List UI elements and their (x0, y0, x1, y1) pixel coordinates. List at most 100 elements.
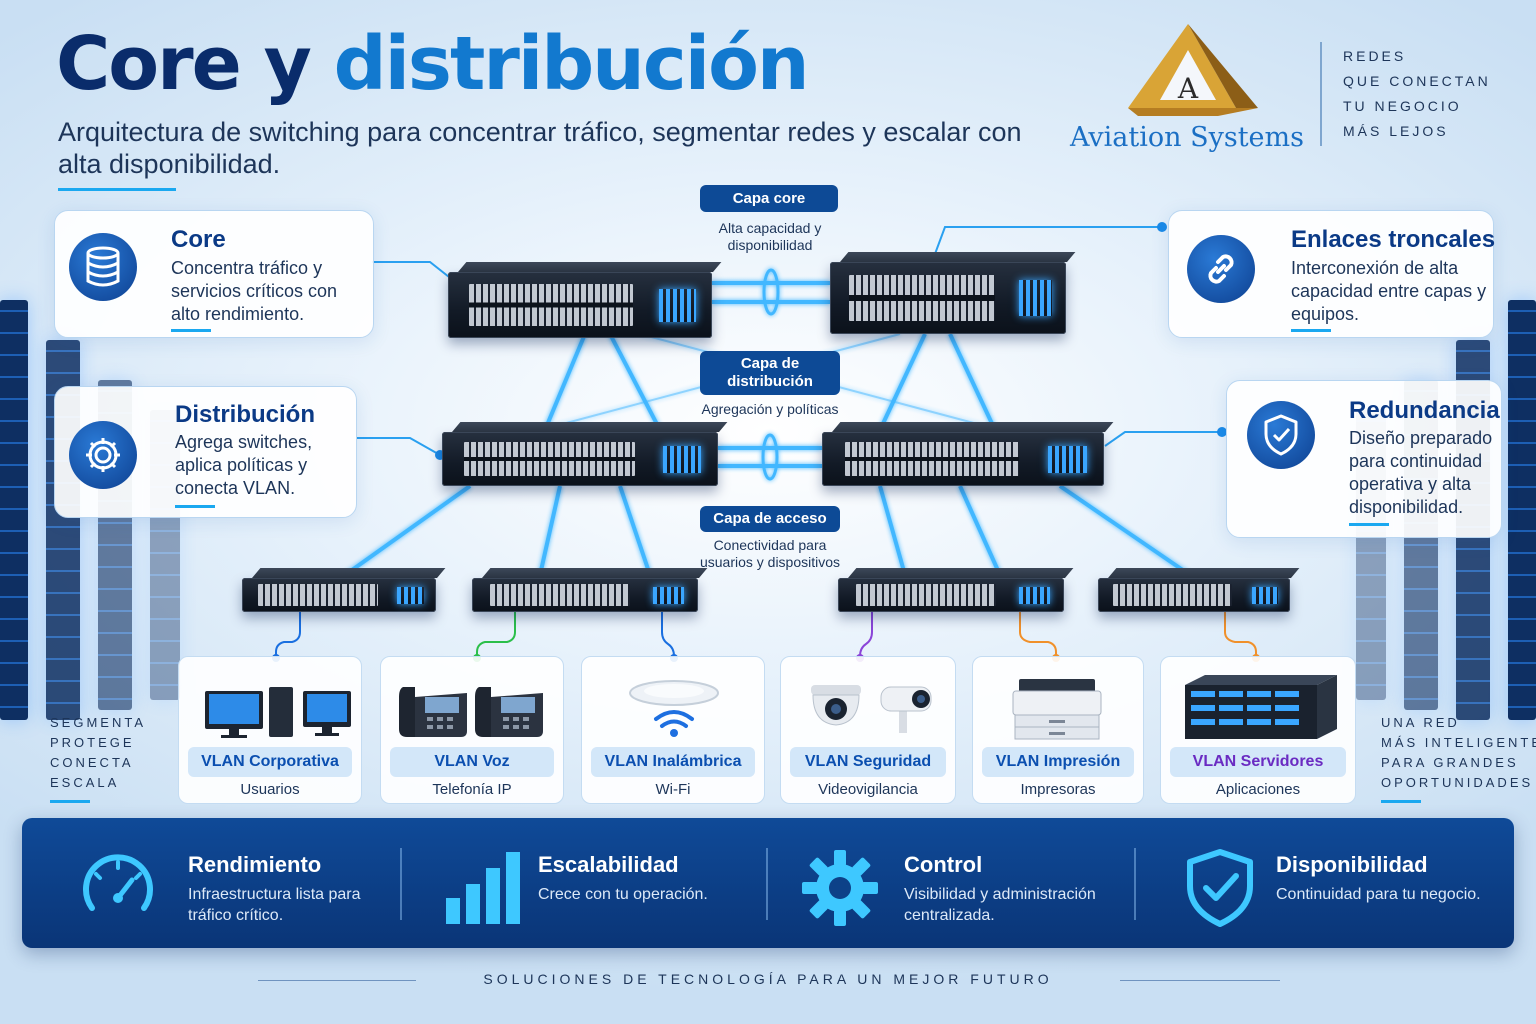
printer-icon (1012, 679, 1102, 740)
side-word: SEGMENTA (50, 715, 146, 730)
dist-access-link (618, 485, 652, 576)
layer-core-desc: Alta capacidad y disponibilidad (718, 220, 822, 253)
feature-control: Control Visibilidad y administración cen… (768, 818, 1134, 948)
feature-desc: Continuidad para tu negocio. (1276, 886, 1481, 903)
vlan-card-corporativa: VLAN Corporativa Usuarios (178, 656, 362, 804)
feature-title: Rendimiento (188, 852, 322, 877)
side-word: UNA RED (1381, 715, 1460, 730)
core-dist-link (878, 333, 927, 431)
vlan-name: VLAN Corporativa (188, 747, 352, 777)
layer-access-label: Capa de acceso (700, 506, 840, 532)
feature-separator (1134, 848, 1136, 920)
card-redundancy-desc: Diseño preparado para continuidad operat… (1349, 428, 1493, 517)
callout-trunks (931, 226, 1162, 263)
feature-rendimiento: Rendimiento Infraestructura lista para t… (22, 818, 392, 948)
bar-chart-icon (446, 852, 520, 924)
lag-ring (762, 268, 780, 316)
layer-distribution-label: Capa de distribución (700, 351, 840, 395)
vlan-name: VLAN Voz (390, 747, 554, 777)
feature-desc: Infraestructura lista para tráfico críti… (188, 886, 361, 924)
aviation-systems-logo: A (1128, 24, 1258, 116)
side-word: MÁS INTELIGENTE (1381, 735, 1536, 750)
vlan-description: Impresoras (1020, 781, 1096, 798)
feature-desc: Visibilidad y administración centralizad… (904, 886, 1096, 924)
card-underline (1349, 523, 1389, 526)
callout-distribution (357, 437, 441, 456)
card-distribution: Distribución Agrega switches, aplica pol… (54, 386, 357, 518)
vlan-name: VLAN Impresión (982, 747, 1134, 777)
core-switch-left (448, 262, 722, 338)
ip-phone-icon (399, 687, 543, 737)
layer-core-label: Capa core (700, 185, 838, 212)
feature-separator (400, 848, 402, 920)
feature-title: Disponibilidad (1276, 852, 1428, 877)
vlan-card-impresion: VLAN Impresión Impresoras (972, 656, 1144, 804)
side-word: CONECTA (50, 755, 134, 770)
page-title: Core y distribución (56, 21, 810, 107)
tagline-line: MÁS LEJOS (1343, 123, 1449, 139)
distribution-switch-left (442, 422, 728, 486)
vlan-description: Telefonía IP (432, 781, 512, 798)
vlan-name: VLAN Seguridad (790, 747, 946, 777)
speedometer-icon (83, 854, 153, 911)
page-subtitle: Arquitectura de switching para concentra… (58, 117, 1022, 180)
vlan-card-inalambrica: VLAN Inalámbrica Wi-Fi (581, 656, 765, 804)
core-dist-link (948, 333, 997, 431)
tagline-line: QUE CONECTAN (1343, 73, 1491, 89)
card-distribution-title: Distribución (175, 401, 316, 428)
dist-access-link (1058, 484, 1192, 577)
core-switch-right (830, 252, 1076, 334)
card-redundancy-title: Redundancia (1349, 397, 1500, 424)
card-distribution-desc: Agrega switches, aplica políticas y cone… (175, 432, 313, 498)
vlan-card-seguridad: VLAN Seguridad Videovigilancia (780, 656, 956, 804)
layer-distribution-desc: Agregación y políticas (701, 401, 839, 417)
title-underline (58, 188, 176, 191)
gear-icon (802, 850, 878, 926)
access-switch-1 (242, 568, 446, 612)
header-separator (1320, 42, 1322, 146)
card-underline (1291, 329, 1331, 332)
feature-desc: Crece con tu operación. (538, 886, 708, 903)
feature-title: Control (904, 852, 983, 877)
side-word: PARA GRANDES (1381, 755, 1519, 770)
distribution-switch-right (822, 422, 1114, 486)
core-dist-link (608, 333, 662, 431)
link-icon (1187, 235, 1255, 303)
features-band: Rendimiento Infraestructura lista para t… (22, 818, 1514, 948)
title-part-core: Core y (56, 21, 334, 107)
feature-escalabilidad: Escalabilidad Crece con tu operación. (402, 818, 766, 948)
layer-access-desc: Conectividad para usuarios y dispositivo… (699, 537, 841, 570)
access-switch-2 (472, 568, 708, 612)
vlan-description: Usuarios (240, 781, 300, 798)
database-icon (69, 233, 137, 301)
gear-icon (69, 421, 137, 489)
card-trunks-desc: Interconexión de alta capacidad entre ca… (1291, 258, 1487, 324)
dist-access-link (958, 485, 1002, 576)
card-underline (175, 505, 215, 508)
vlan-description: Aplicaciones (1215, 781, 1301, 798)
card-underline (171, 329, 211, 332)
footer-rule-left (258, 980, 416, 981)
footer-rule-right (1120, 980, 1280, 981)
vlan-name: VLAN Inalámbrica (591, 747, 755, 777)
access-switch-4 (1098, 568, 1300, 612)
logo-letter: A (1177, 72, 1199, 105)
security-camera-icon (811, 685, 932, 733)
card-core-desc: Concentra tráfico y servicios críticos c… (171, 258, 338, 324)
title-part-distribution: distribución (333, 21, 810, 107)
feature-separator (766, 848, 768, 920)
vlan-name-text: VLAN Seguridad (804, 753, 932, 770)
desktop-computers-icon (205, 687, 351, 738)
core-dist-link (543, 333, 587, 431)
side-underline (1381, 800, 1421, 803)
vlan-description: Videovigilancia (818, 781, 918, 798)
vlan-card-servidores: VLAN Servidores Aplicaciones (1160, 656, 1356, 804)
card-core-title: Core (171, 226, 226, 253)
access-switch-3 (838, 568, 1074, 612)
server-icon (1185, 675, 1337, 739)
lag-ring (761, 433, 779, 481)
callout-redundancy (1104, 431, 1222, 447)
shield-check-icon (1247, 401, 1315, 469)
